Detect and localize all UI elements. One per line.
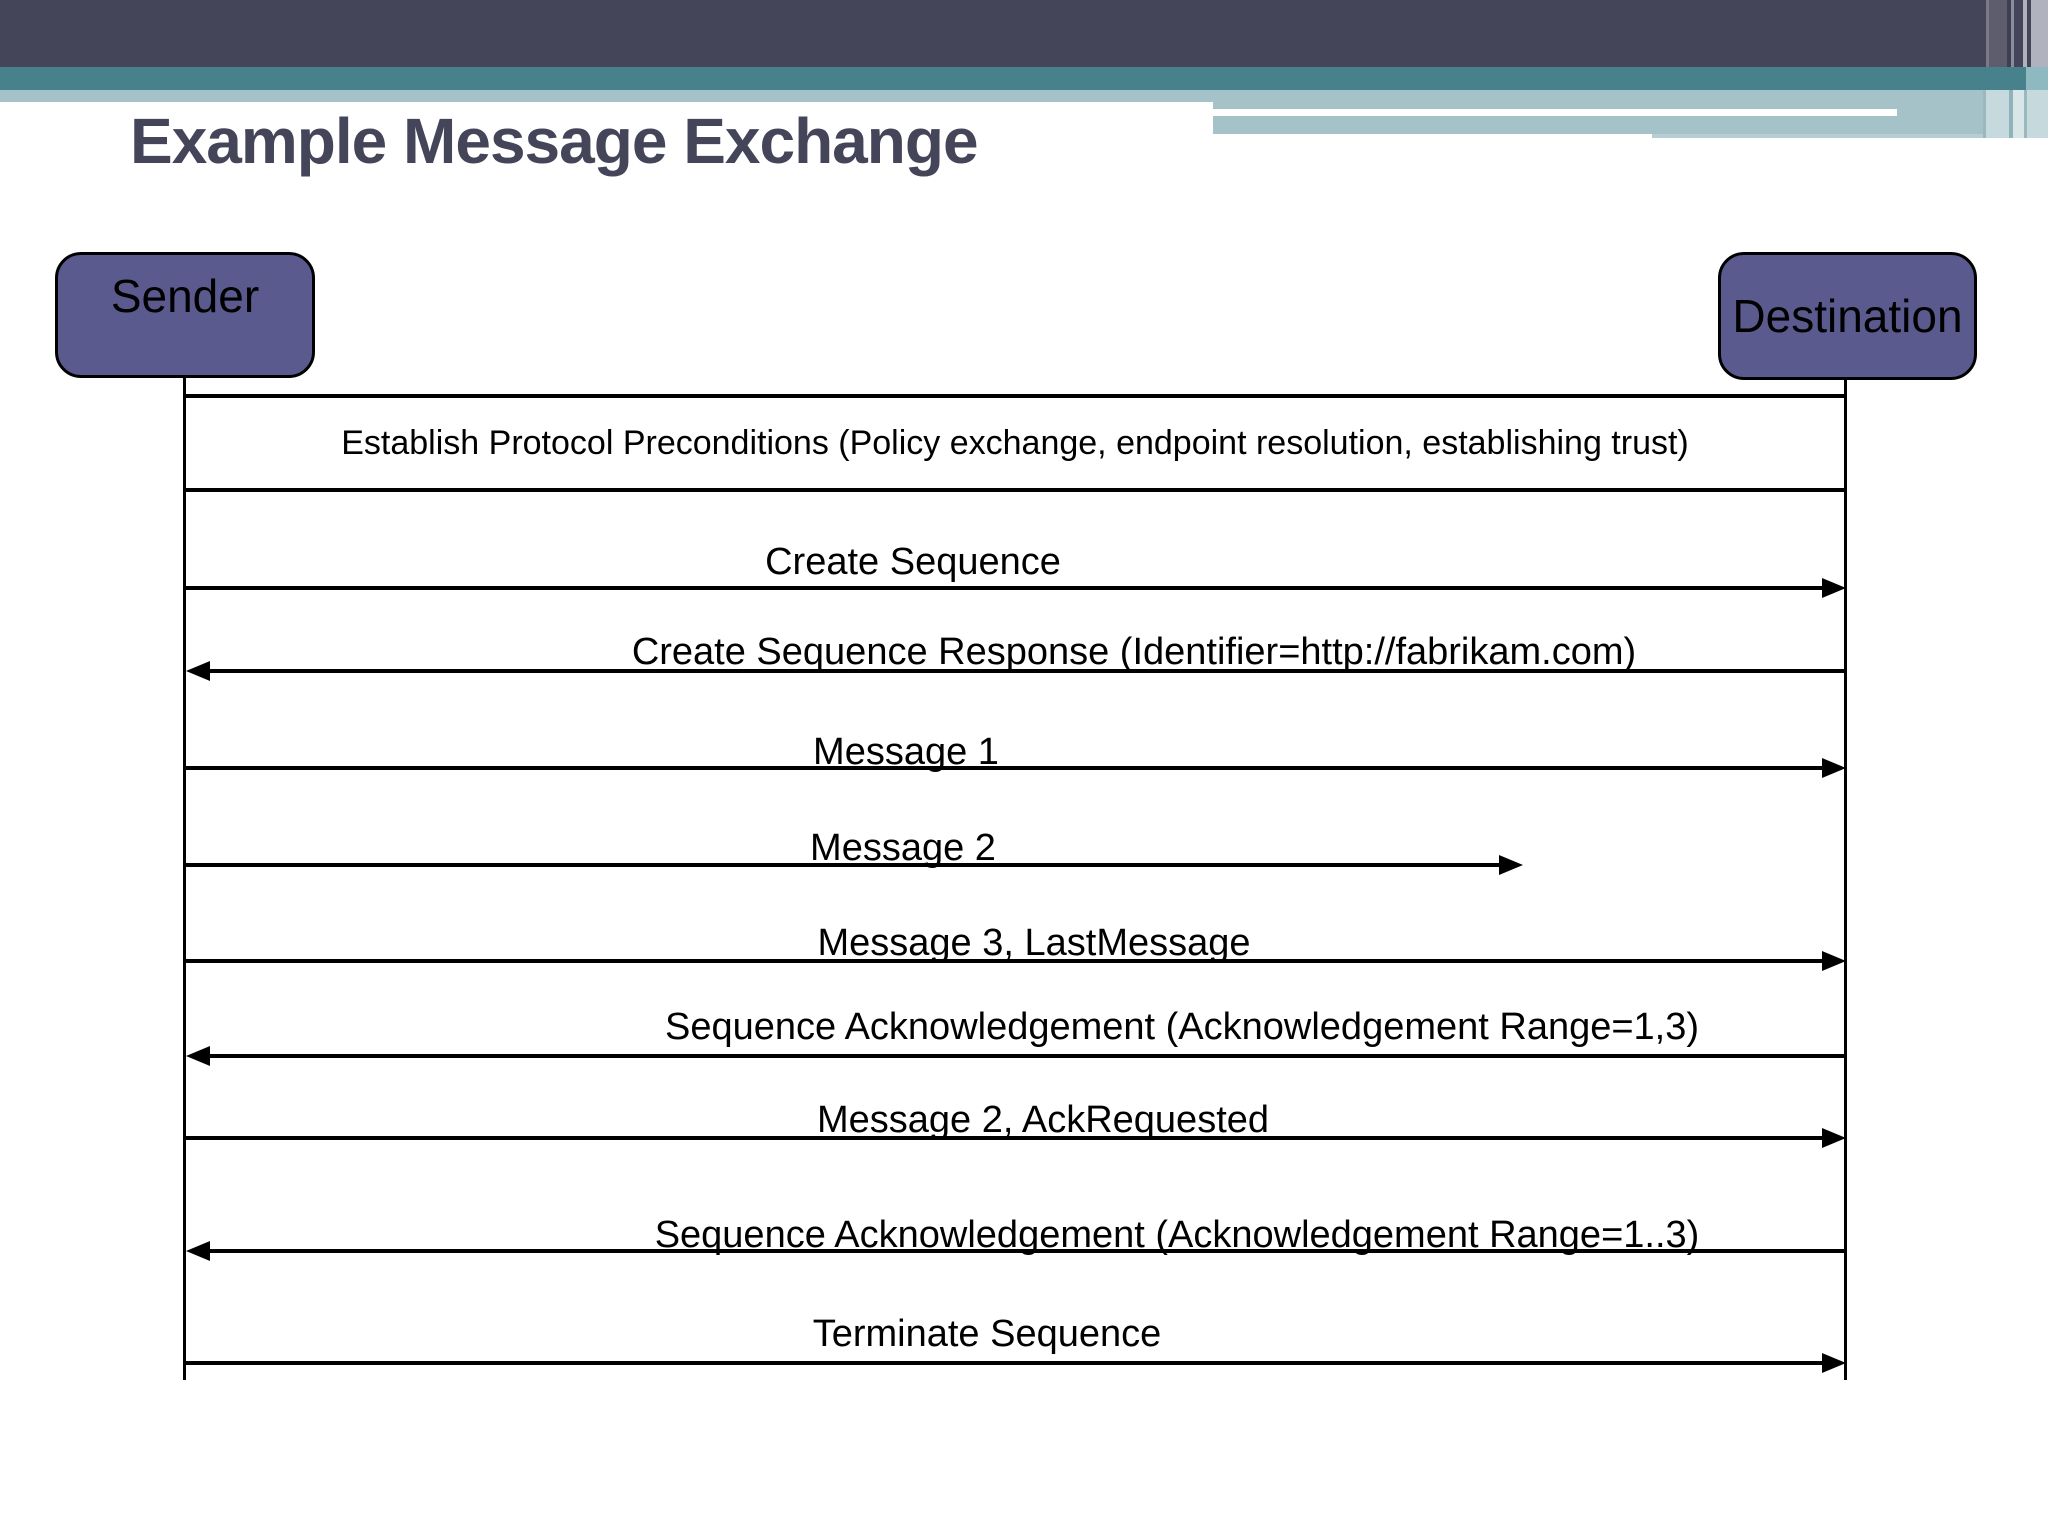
- header-teal-bar: [0, 67, 2048, 90]
- message-arrow-line: [208, 669, 1845, 673]
- lifeline-destination: [1844, 380, 1847, 1380]
- actor-box-destination: Destination: [1718, 252, 1977, 380]
- message-arrow-line: [208, 1054, 1845, 1058]
- header-stripe-decoration: [1986, 0, 2048, 67]
- message-label: Sequence Acknowledgement (Acknowledgemen…: [664, 1006, 1700, 1048]
- header-light-band-left: [0, 90, 1213, 102]
- message-arrowhead: [1822, 758, 1846, 778]
- message-label: Message 1: [813, 731, 999, 773]
- message-arrow-line: [186, 766, 1822, 770]
- header-dark-bar: [0, 0, 1986, 67]
- message-arrow-line: [186, 863, 1499, 867]
- message-arrowhead: [1822, 1353, 1846, 1373]
- message-label: Create Sequence: [765, 541, 1061, 583]
- message-arrow-line: [186, 959, 1822, 963]
- message-label: Create Sequence Response (Identifier=htt…: [631, 631, 1637, 673]
- header-band-tail: [1652, 134, 1983, 138]
- message-arrowhead: [186, 1046, 210, 1066]
- message-arrow-line: [208, 1249, 1845, 1253]
- message-arrow-line: [186, 586, 1822, 590]
- message-arrowhead: [1822, 951, 1846, 971]
- message-label: Sequence Acknowledgement (Acknowledgemen…: [654, 1214, 1700, 1256]
- message-arrowhead: [1499, 855, 1523, 875]
- header-teal-bar-light-end: [2026, 67, 2048, 90]
- actor-label-sender: Sender: [110, 270, 260, 322]
- message-label: Message 2, AckRequested: [816, 1099, 1270, 1141]
- message-arrowhead: [186, 661, 210, 681]
- message-arrowhead: [186, 1241, 210, 1261]
- actor-box-sender: Sender: [55, 252, 315, 378]
- precondition-box: Establish Protocol Preconditions (Policy…: [185, 394, 1845, 492]
- page-title: Example Message Exchange: [130, 105, 979, 177]
- message-label: Message 2: [810, 827, 996, 869]
- header-white-stripe: [1213, 109, 1897, 116]
- header-corner-stripes: [1983, 90, 2048, 138]
- message-arrowhead: [1822, 578, 1846, 598]
- precondition-label: Establish Protocol Preconditions (Policy…: [341, 423, 1689, 462]
- message-label: Message 3, LastMessage: [817, 922, 1251, 964]
- message-arrowhead: [1822, 1128, 1846, 1148]
- message-arrow-line: [186, 1136, 1822, 1140]
- message-label: Terminate Sequence: [812, 1313, 1162, 1355]
- message-arrow-line: [186, 1361, 1822, 1365]
- actor-label-destination: Destination: [1732, 290, 1963, 342]
- lifeline-sender: [183, 378, 186, 1380]
